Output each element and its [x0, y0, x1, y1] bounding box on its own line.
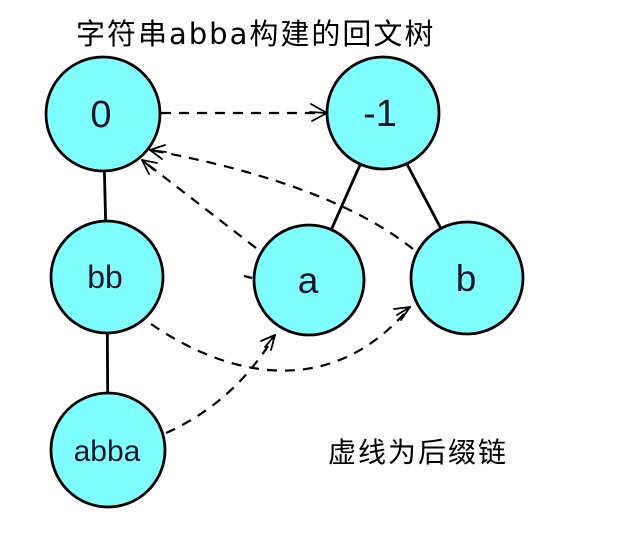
- arrowhead-into-neg1: [309, 103, 328, 122]
- node-b-circle: [409, 220, 525, 336]
- suffix-link-abba-to-a: [165, 334, 276, 435]
- node-b: b: [409, 220, 525, 336]
- suffix-link-a-to-0: [141, 159, 257, 249]
- arrowheads: [141, 103, 411, 351]
- node-bb-label: bb: [87, 259, 123, 295]
- node-b-label: b: [456, 258, 477, 299]
- diagram-title: 字符串abba构建的回文树: [76, 17, 435, 51]
- node-abba-circle: [49, 391, 167, 509]
- suffix-link-bb-to-b: [150, 306, 411, 372]
- node-abba: abba: [49, 391, 167, 509]
- node-a: a: [252, 223, 366, 337]
- nodes: 0 -1 bb a b abba: [44, 55, 525, 509]
- arrowhead-bb-into-b: [393, 306, 411, 321]
- node-abba-label: abba: [74, 435, 141, 468]
- node-bb-circle: [49, 219, 165, 335]
- suffix-links: [141, 111, 414, 435]
- legend-note: 虚线为后缀链: [328, 436, 508, 469]
- node-a-label: a: [298, 260, 319, 301]
- arrowhead-abba-into-a: [260, 334, 276, 351]
- stray-dash: [243, 274, 253, 280]
- arrowhead-a-into-0: [141, 159, 158, 175]
- node-neg1: -1: [325, 55, 441, 171]
- suffix-link-b-to-0: [149, 148, 414, 250]
- node-0-circle: [44, 55, 162, 173]
- node-a-circle: [252, 223, 366, 337]
- node-0: 0: [44, 55, 162, 173]
- node-neg1-label: -1: [363, 93, 397, 135]
- arrowhead-b-into-0: [149, 144, 167, 160]
- node-0-label: 0: [90, 94, 111, 136]
- node-bb: bb: [49, 219, 165, 335]
